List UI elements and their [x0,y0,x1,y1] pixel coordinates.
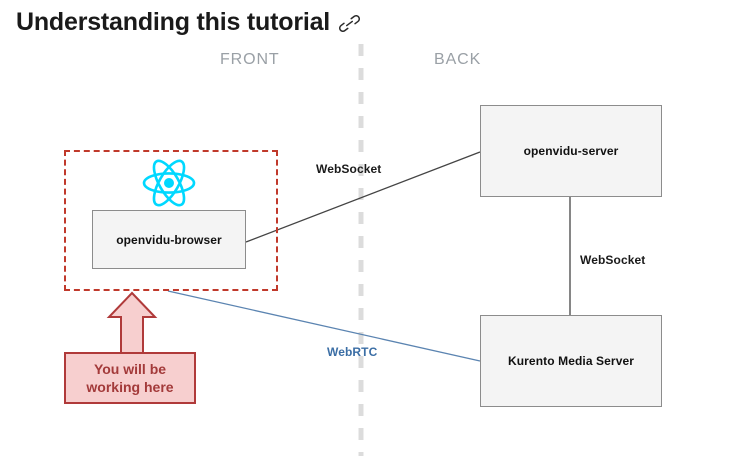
side-label-back: BACK [434,51,482,68]
callout-up-arrow-icon [106,291,158,357]
link-chain-icon[interactable] [338,13,360,35]
callout-working-here: You will be working here [64,352,196,404]
edge-label-webrtc: WebRTC [327,345,378,359]
connector-webrtc [167,290,481,362]
page-header: Understanding this tutorial [16,4,360,40]
edge-label-websocket-back: WebSocket [580,253,646,267]
node-label: openvidu-server [523,144,619,158]
node-label: openvidu-browser [116,232,222,247]
edge-label-websocket-front: WebSocket [316,162,382,176]
node-kurento-media-server[interactable]: Kurento Media Server [480,315,662,407]
react-atom-icon [139,156,199,210]
side-label-front: FRONT [220,51,280,68]
page-title: Understanding this tutorial [16,7,331,36]
callout-text: You will be working here [86,361,174,395]
working-area-highlight [64,150,278,291]
node-openvidu-server[interactable]: openvidu-server [480,105,662,197]
node-label: Kurento Media Server [507,354,635,368]
node-openvidu-browser[interactable]: openvidu-browser [92,210,246,269]
